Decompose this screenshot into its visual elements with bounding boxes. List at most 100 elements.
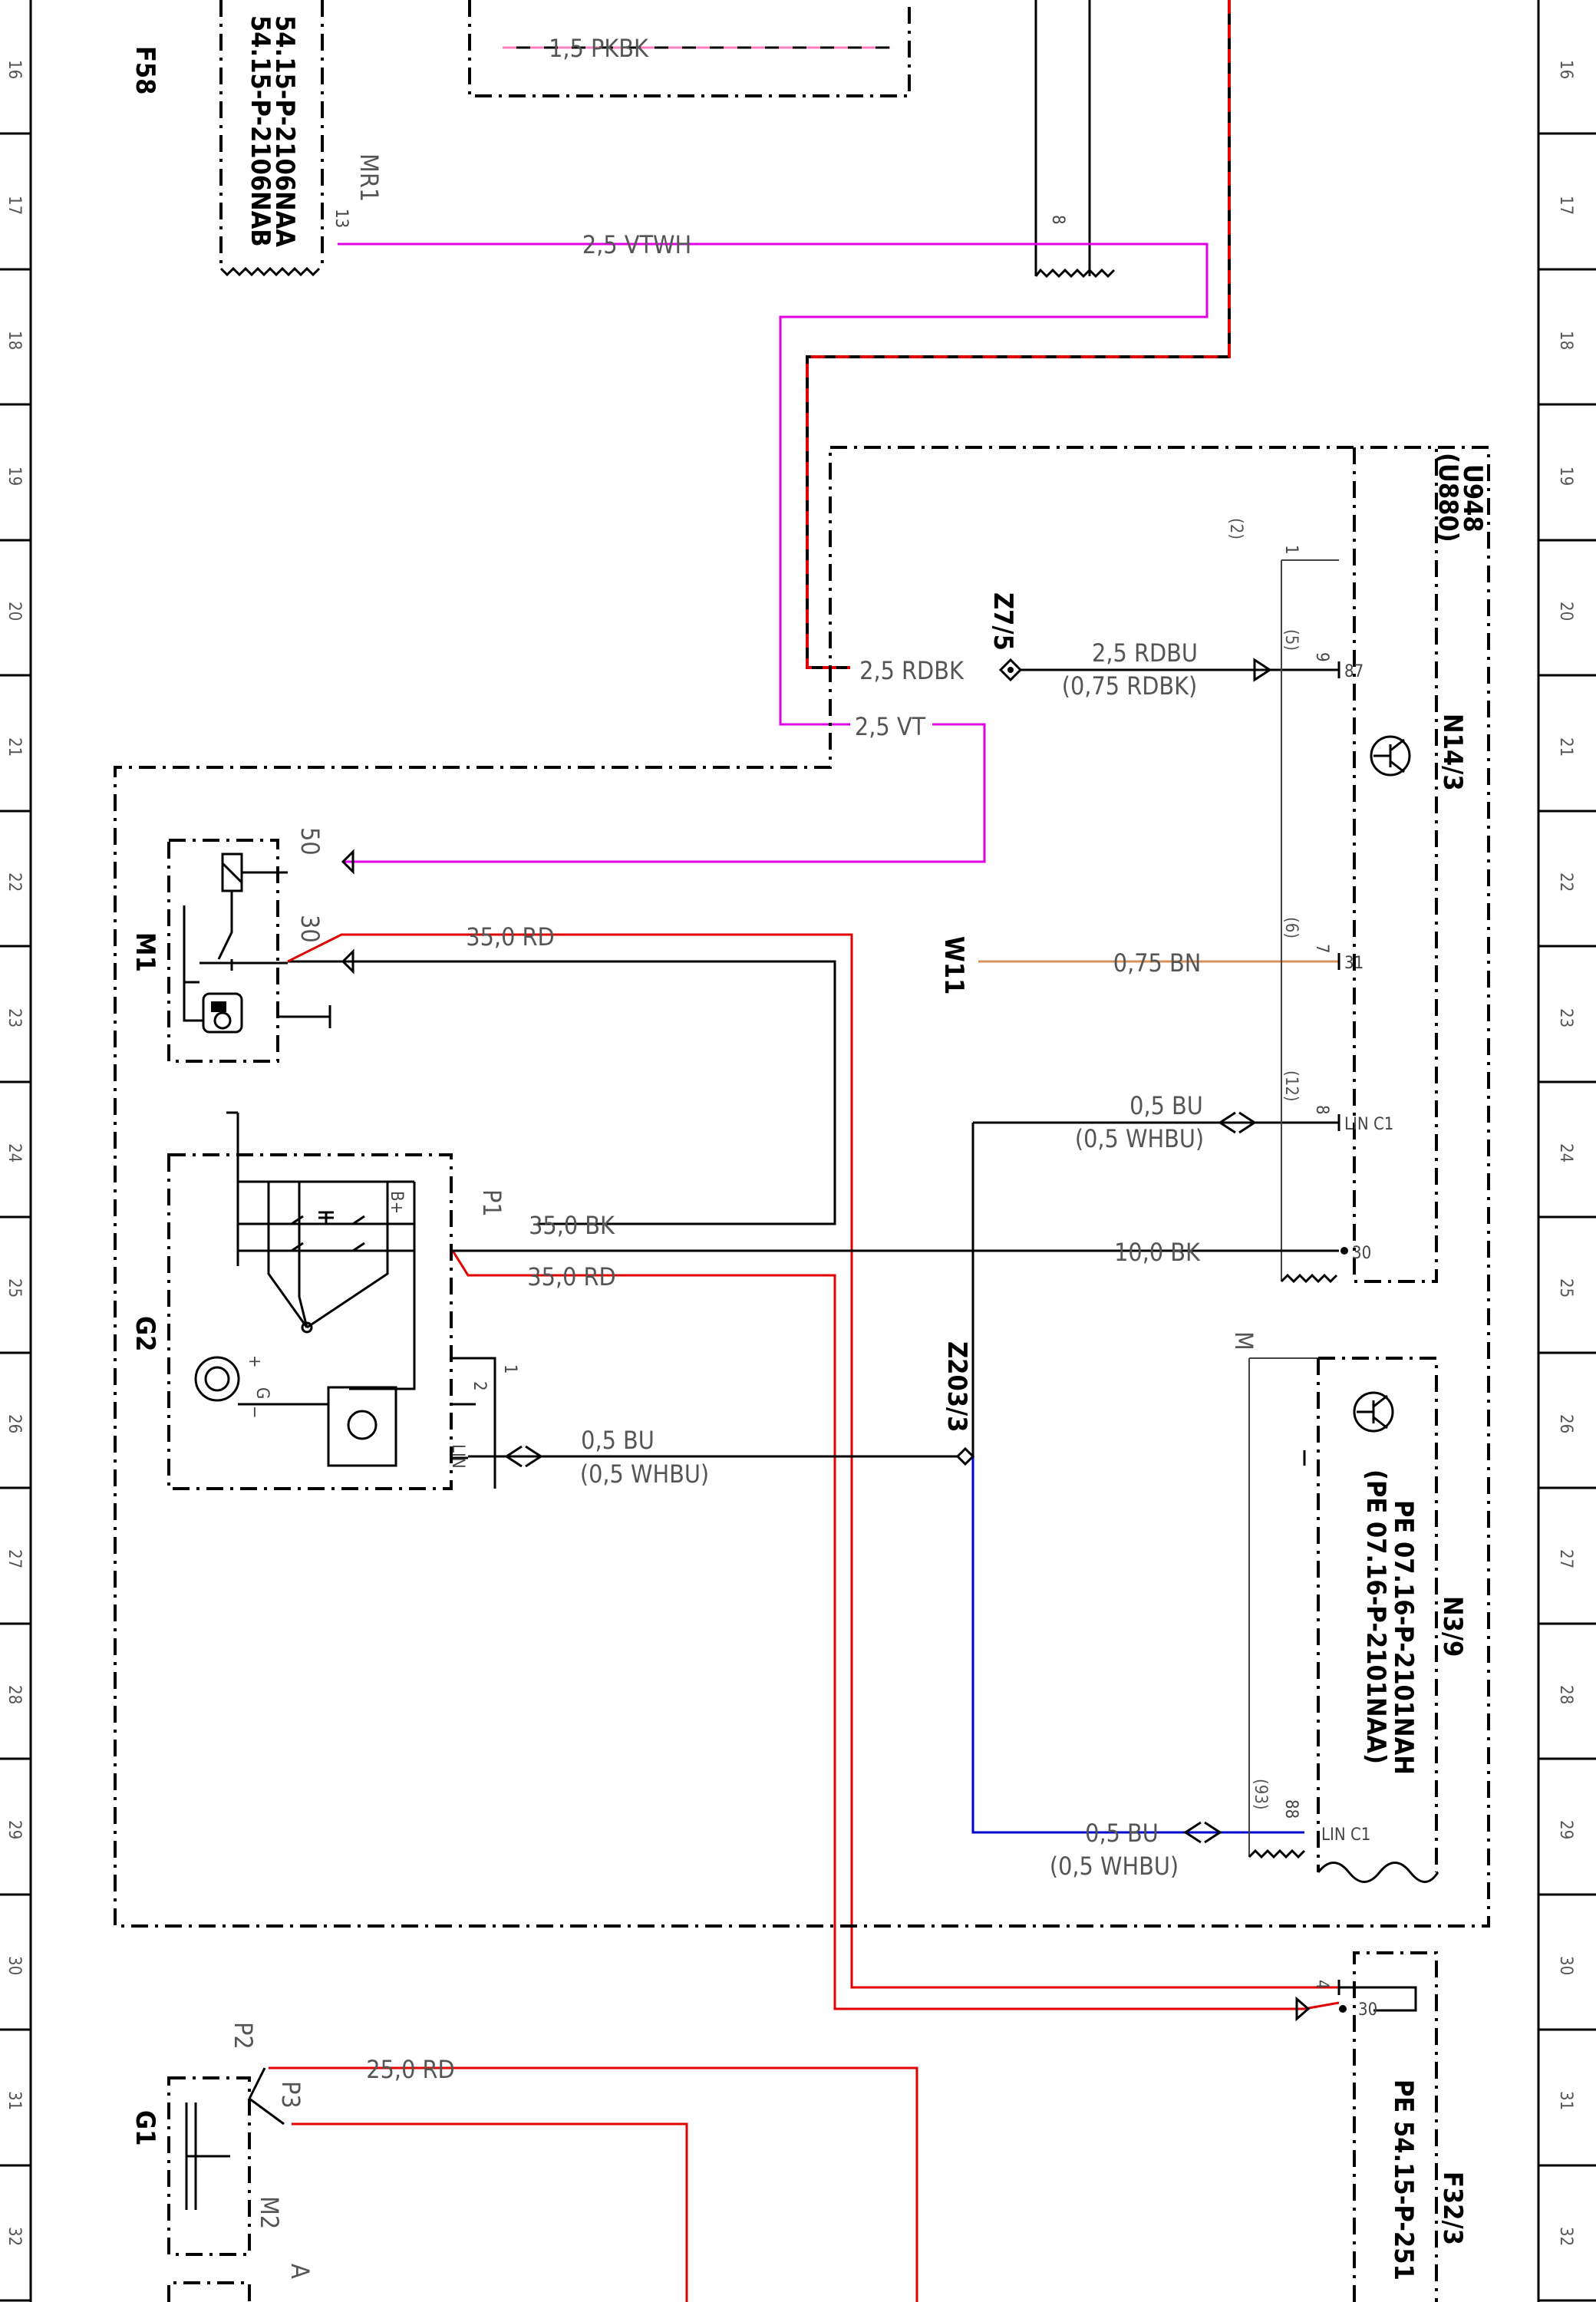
label-bu3: 0,5 BU [1085, 1819, 1159, 1848]
label-g1-rd: 25,0 RD [366, 2055, 454, 2084]
label-m1-50: 50 [295, 827, 325, 856]
cable-bundle [1034, 0, 1116, 279]
pin-n14-1: 1 [1281, 545, 1301, 555]
pin-n14-2: (2) [1226, 518, 1245, 539]
f58-bottom [219, 266, 321, 277]
grid-number-left: 31 [5, 2091, 24, 2110]
label-g1-p3: P3 [276, 2081, 305, 2109]
label-g2-plus: + [245, 1355, 264, 1368]
wire-vt [343, 723, 986, 863]
label-u880: (U880) [1433, 453, 1463, 543]
grid-number-right: 23 [1556, 1008, 1575, 1027]
grid-number-left: 17 [5, 196, 24, 215]
label-n3-ref2: (PE 07.16-P-2101NAA) [1360, 1469, 1391, 1764]
grid-number-left: 30 [5, 1956, 24, 1975]
grid-number-left: 28 [5, 1685, 24, 1704]
label-f32-3: F32/3 [1437, 2172, 1468, 2245]
label-f58-ref2: 54.15-P-2106NAB [245, 15, 275, 247]
pin-f32-4: 4 [1312, 1980, 1331, 1990]
grid-number-right: 18 [1556, 331, 1575, 350]
label-n3-9: N3/9 [1437, 1596, 1468, 1657]
label-rdbu: 2,5 RDBU [1092, 638, 1198, 668]
grid-number-right: 22 [1556, 872, 1575, 892]
box-m1 [167, 839, 279, 1063]
grid-number-left: 26 [5, 1414, 24, 1433]
label-bu2: 0,5 BU [581, 1426, 655, 1455]
label-bu2-alt: (0,5 WHBU) [580, 1459, 709, 1489]
grid-number-left: 25 [5, 1278, 24, 1298]
label-rdbu-alt: (0,75 RDBK) [1062, 671, 1197, 701]
grid-number-right: 16 [1556, 60, 1575, 79]
grid-number-right: 17 [1556, 196, 1575, 215]
pin-n14-31: 31 [1344, 954, 1364, 973]
grid-number-left: 16 [5, 60, 24, 79]
g1-battery [185, 2067, 285, 2210]
label-bu1: 0,5 BU [1129, 1091, 1203, 1120]
pin-n14-8: 8 [1312, 1105, 1331, 1115]
wire-m1-rd [287, 933, 1339, 1989]
label-pkbk: 1,5 PKBK [549, 34, 649, 63]
n3-bus-end [1248, 1849, 1306, 1859]
label-m1-rd: 35,0 RD [466, 922, 554, 951]
label-z7-5: Z7/5 [988, 592, 1018, 651]
box-g1-2 [167, 2281, 251, 2302]
pin-n14-87: 87 [1344, 662, 1364, 681]
box-pkbk [468, 0, 911, 97]
grid-number-left: 21 [5, 737, 24, 757]
pin-n3-m: M [1229, 1331, 1258, 1351]
label-f58-pin13: 13 [331, 209, 351, 228]
grid-number-left: 22 [5, 872, 24, 892]
pin-n3-93: (93) [1251, 1779, 1270, 1810]
label-f58-mr1: MR1 [354, 153, 384, 202]
label-g2-minus: − [245, 1406, 264, 1419]
grid-number-left: 32 [5, 2227, 24, 2246]
label-bu3-alt: (0,5 WHBU) [1050, 1852, 1179, 1881]
pin-n14-12: (12) [1281, 1070, 1301, 1102]
grid-number-right: 30 [1556, 1956, 1575, 1975]
pin-n14-6: (6) [1281, 917, 1301, 938]
label-m1-30: 30 [295, 915, 325, 943]
pin-n3-lin: LIN C1 [1321, 1825, 1370, 1845]
box-f58 [219, 0, 324, 269]
n14-bus-end [1280, 1273, 1338, 1284]
pin-n14-lin: LIN C1 [1344, 1115, 1393, 1134]
label-m1: M1 [130, 932, 160, 972]
splice-z203-3 [955, 1446, 975, 1466]
label-z203-3: Z203/3 [941, 1341, 972, 1433]
pin-n14-5: (5) [1281, 629, 1301, 651]
grid-number-left: 18 [5, 331, 24, 350]
pin-n14-9: 9 [1312, 652, 1331, 662]
grid-number-right: 19 [1556, 467, 1575, 486]
connector-arrows [341, 658, 1311, 2022]
label-g2-g: G [252, 1387, 272, 1399]
label-vtwh: 2,5 VTWH [582, 230, 691, 259]
label-bk10: 10,0 BK [1114, 1238, 1201, 1267]
label-g1-p2: P2 [229, 2022, 258, 2050]
box-u948 [114, 446, 1490, 1928]
label-w11: W11 [938, 936, 969, 994]
label-g2-p1: P1 [477, 1189, 506, 1217]
splice-z7-5 [998, 658, 1023, 682]
label-f58-ref1: 54.15-P-2106NAA [269, 15, 300, 247]
grid-number-right: 32 [1556, 2227, 1575, 2246]
g2-pins [451, 1357, 496, 1489]
label-f58: F58 [130, 46, 160, 94]
label-rdbk: 2,5 RDBK [859, 656, 965, 685]
pin-n14-7: 7 [1312, 944, 1331, 954]
pin-f32-30: 30 [1358, 2000, 1377, 2020]
grid-number-left: 19 [5, 467, 24, 486]
wire-violet-loop [779, 242, 1209, 726]
box-f32-3 [1353, 1951, 1438, 2302]
box-n14-3 [1353, 447, 1438, 1283]
label-g1: G1 [130, 2110, 160, 2145]
label-g2-bk: 35,0 BK [529, 1211, 615, 1240]
m1-internals [183, 853, 331, 1034]
grid-number-left: 24 [5, 1143, 24, 1163]
n3-m-line [1248, 1357, 1318, 1857]
label-g2-pin2: 2 [470, 1381, 489, 1391]
grid-number-right: 27 [1556, 1549, 1575, 1568]
